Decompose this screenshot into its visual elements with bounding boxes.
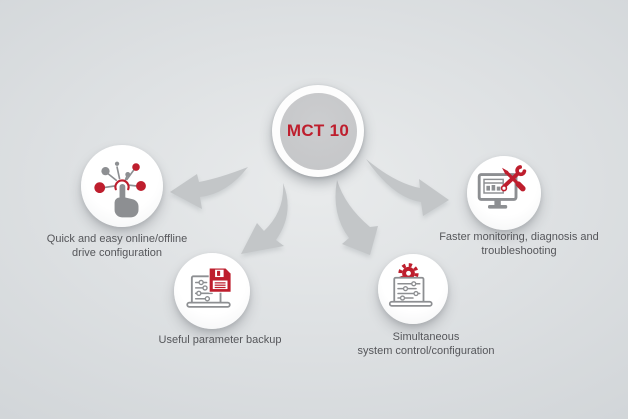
laptop-save-icon	[186, 267, 232, 308]
node-drive-config	[81, 145, 163, 227]
arrow-to-monitoring	[366, 159, 449, 216]
touch-network-icon	[94, 161, 146, 218]
label-parameter-backup: Useful parameter backup	[158, 334, 282, 346]
node-monitoring	[467, 156, 541, 230]
arrow-to-system-control	[335, 180, 378, 255]
node-parameter-backup	[174, 253, 250, 329]
node-system-control	[378, 254, 448, 324]
label-system-control: Simultaneous system control/configuratio…	[357, 331, 495, 357]
hub-circle-inner: MCT 10	[279, 92, 357, 170]
laptop-gear-icon	[388, 263, 433, 307]
label-drive-config: Quick and easy online/offline drive conf…	[46, 233, 188, 259]
arrow-to-drive-config	[170, 167, 248, 209]
label-monitoring: Faster monitoring, diagnosis and trouble…	[439, 231, 599, 257]
arrow-to-parameter-backup	[241, 183, 288, 254]
hub-circle: MCT 10	[272, 85, 364, 177]
monitor-tools-icon	[477, 165, 527, 209]
hub-label: MCT 10	[286, 121, 350, 140]
